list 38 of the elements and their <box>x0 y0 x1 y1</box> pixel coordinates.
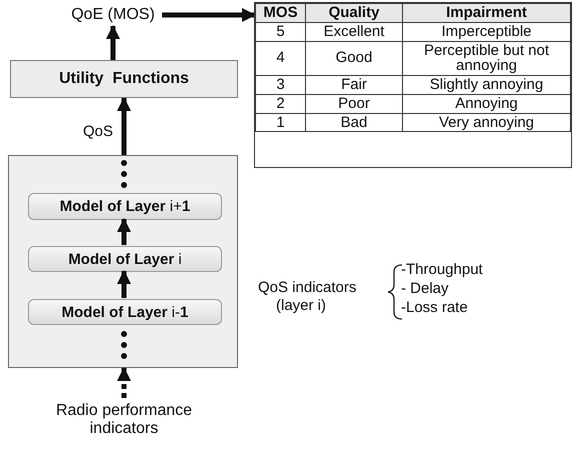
table-cell: Excellent <box>306 22 402 41</box>
list-item: -Throughput <box>401 262 483 278</box>
table-cell: Good <box>306 41 402 76</box>
model-stack-panel <box>8 155 238 368</box>
arrow <box>117 270 131 298</box>
table-cell: 4 <box>256 41 306 76</box>
layer-box: Model of Layer i+1 <box>28 193 222 220</box>
header-cell: Impairment <box>402 4 570 22</box>
table-cell: 5 <box>256 22 306 41</box>
text-label: QoE (MOS) <box>64 4 162 26</box>
header-cell: Quality <box>306 4 402 22</box>
text-label: QoS indicators <box>258 280 356 296</box>
arrow <box>162 8 256 22</box>
list-item: -Loss rate <box>401 300 468 316</box>
arrow <box>117 218 131 245</box>
arrow <box>117 367 131 398</box>
arrow <box>106 25 120 60</box>
text-label: Radio performance indicators <box>34 398 214 442</box>
mos-table <box>255 3 571 167</box>
arrow <box>117 97 131 155</box>
table-cell: Bad <box>306 113 402 132</box>
text-label: (layer i) <box>276 298 326 314</box>
table-cell: 2 <box>256 94 306 113</box>
table-cell: Annoying <box>402 94 570 113</box>
process-box: Utility Functions <box>10 60 238 98</box>
table-cell: Perceptible but not annoying <box>402 41 570 76</box>
table-cell: Imperceptible <box>402 22 570 41</box>
table-cell: Very annoying <box>402 113 570 132</box>
table-cell: 1 <box>256 113 306 132</box>
list-item: - Delay <box>401 281 449 298</box>
edge-label: QoS <box>82 122 114 140</box>
layer-box: Model of Layer i <box>28 246 222 272</box>
table-cell: Slightly annoying <box>402 76 570 94</box>
table-cell: Fair <box>306 76 402 94</box>
layer-box: Model of Layer i-1 <box>28 299 222 325</box>
table-cell: Poor <box>306 94 402 113</box>
table-cell: 3 <box>256 76 306 94</box>
header-cell: MOS <box>256 4 306 22</box>
